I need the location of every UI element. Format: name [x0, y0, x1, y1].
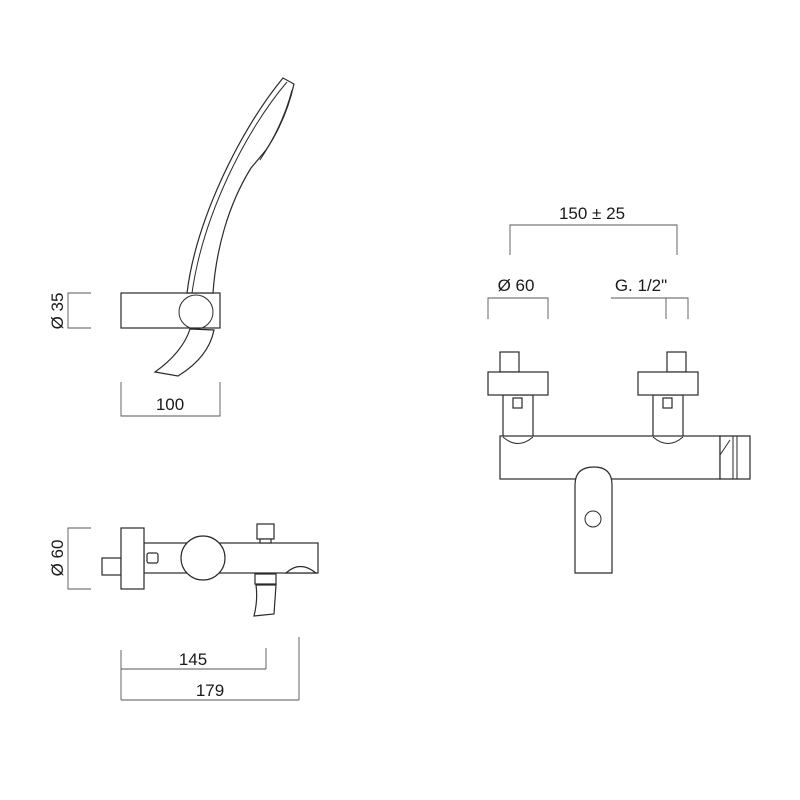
shower-holder	[120, 292, 221, 329]
inlet-stub	[101, 557, 122, 576]
dim-holder-diameter	[67, 292, 91, 329]
spout-projection-label: 145	[179, 650, 207, 669]
mixer-body	[143, 542, 319, 574]
cap-grooves	[719, 436, 738, 479]
hand-shower-edge	[191, 81, 288, 294]
spout-outlet	[284, 565, 318, 574]
hand-shower-spray-face	[259, 89, 293, 161]
left-valve	[487, 351, 549, 438]
lever-handle	[253, 584, 277, 617]
dim-front-escutcheon	[487, 297, 549, 319]
dim-spout-projection	[120, 648, 267, 700]
diverter-stem	[259, 538, 272, 544]
holder-width-label: 100	[156, 395, 184, 414]
lever-indicator	[584, 510, 602, 528]
lever-base	[254, 573, 277, 585]
dim-escutcheon-diameter	[67, 527, 91, 590]
dim-holder-width	[120, 382, 221, 417]
thermostatic-knob	[180, 535, 226, 581]
connection-thread-label: G. 1/2"	[615, 276, 667, 295]
left-escutcheon	[487, 371, 549, 396]
neck-joints	[502, 436, 684, 444]
hand-shower-view	[67, 77, 295, 417]
right-valve	[637, 351, 699, 438]
right-nut	[662, 397, 673, 409]
front-view	[487, 224, 751, 574]
right-escutcheon	[637, 371, 699, 396]
right-inlet-stub	[666, 351, 687, 373]
dim-connection-thread	[611, 297, 689, 319]
front-escutcheon-label: Ø 60	[498, 276, 535, 295]
thermostatic-cap	[719, 435, 751, 480]
escutcheon-diameter-label: Ø 60	[48, 540, 67, 577]
left-inlet-stub	[499, 351, 520, 373]
front-mixer-body	[499, 435, 721, 480]
dim-total-projection	[121, 637, 300, 701]
top-view	[67, 523, 319, 701]
total-projection-label: 179	[196, 681, 224, 700]
hand-shower-handle	[186, 77, 295, 294]
union-nut	[146, 552, 159, 564]
diverter-button	[256, 523, 275, 540]
front-lever	[574, 466, 613, 574]
dim-center-distance	[509, 224, 678, 255]
left-nut	[512, 397, 523, 409]
hose-connector	[153, 328, 215, 377]
holder-diameter-label: Ø 35	[48, 293, 67, 330]
center-distance-label: 150 ± 25	[559, 204, 625, 223]
escutcheon	[120, 527, 145, 590]
